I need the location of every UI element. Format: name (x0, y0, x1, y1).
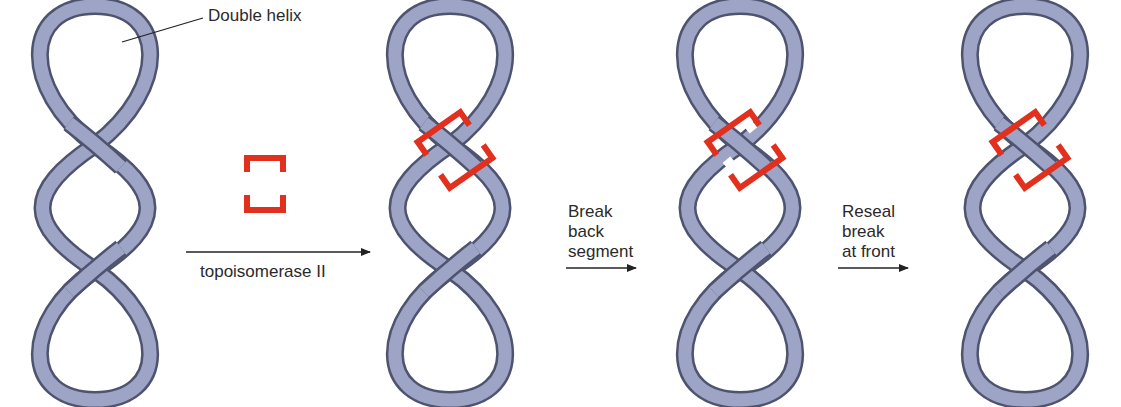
strand-outline (40, 6, 150, 400)
topoisomerase-symbol (708, 112, 783, 188)
strand-over (69, 248, 121, 292)
strand-fill (395, 6, 505, 400)
strand-over (69, 248, 121, 292)
strand-fill (970, 6, 1080, 400)
strand-break (723, 156, 740, 173)
leader-line (122, 18, 203, 42)
dna-helix (40, 6, 150, 400)
strand-over (69, 123, 121, 167)
strand-over (424, 248, 476, 292)
strand-outline (685, 6, 795, 400)
strand-fill (685, 6, 795, 400)
strand-outline (395, 6, 505, 400)
strand-outline (970, 6, 1080, 400)
strand-fill (40, 6, 150, 400)
callout-label: Double helix (208, 6, 348, 26)
dna-helix (395, 6, 505, 400)
dna-helix (685, 6, 795, 400)
strand-over (424, 248, 476, 292)
strand-over (714, 248, 766, 292)
strand-over (999, 248, 1051, 292)
topoisomerase-symbol (993, 112, 1068, 188)
process-label: topoisomerase II (200, 262, 350, 282)
process-label: Break back segment (568, 202, 640, 262)
dna-helix (970, 6, 1080, 400)
strand-over (714, 248, 766, 292)
topoisomerase-symbol (247, 158, 283, 210)
strand-over (999, 248, 1051, 292)
strand-over (69, 123, 121, 167)
process-label: Reseal break at front (842, 202, 900, 262)
topoisomerase-symbol (418, 112, 493, 188)
